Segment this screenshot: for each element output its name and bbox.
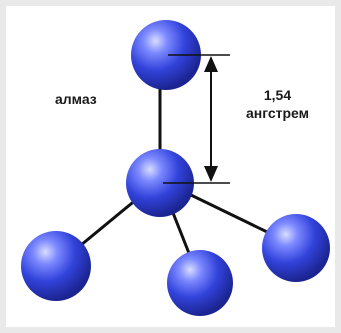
bond-length-value: 1,54 xyxy=(263,87,292,103)
dimension-arrow-down-icon xyxy=(204,166,218,182)
atom-right xyxy=(262,214,330,282)
atom-center xyxy=(126,149,194,217)
substance-label: алмаз xyxy=(55,91,97,107)
atom-bottom xyxy=(167,250,233,316)
bond-length-label: 1,54 ангстрем xyxy=(230,86,325,122)
atom-left xyxy=(21,231,91,301)
bond-length-unit: ангстрем xyxy=(245,105,310,121)
dimension-arrow-up-icon xyxy=(204,56,218,72)
atom-top xyxy=(131,20,201,90)
